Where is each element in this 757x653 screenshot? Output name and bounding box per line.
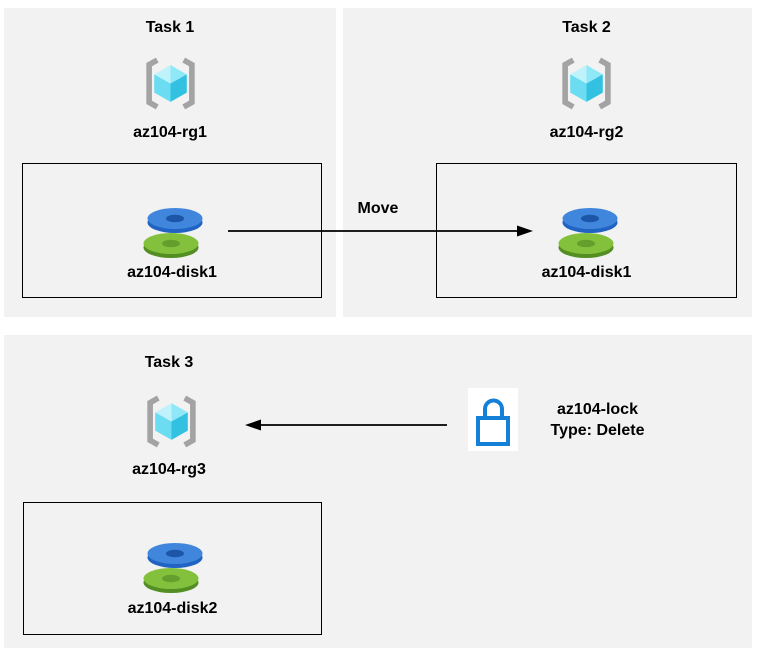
disk-label: az104-disk2 — [127, 600, 218, 617]
disk-label: az104-disk1 — [541, 264, 632, 281]
task3-title: Task 3 — [144, 354, 194, 371]
disk-icon — [141, 539, 205, 598]
resource-box: az104-disk2 — [23, 502, 322, 635]
resource-box: az104-disk1 — [436, 163, 737, 298]
task2-panel: Task 2 az104-rg2 az104-disk1 — [343, 8, 752, 317]
task2-title: Task 2 — [562, 19, 611, 36]
resource-group-icon — [143, 395, 200, 453]
task1-title: Task 1 — [145, 19, 195, 36]
resource-group-label: az104-rg2 — [549, 124, 624, 141]
lock-tile — [468, 388, 518, 451]
lock-arrow — [245, 419, 447, 431]
lock-text: az104-lock Type: Delete — [535, 399, 660, 441]
resource-group-icon — [142, 57, 199, 115]
resource-group-label: az104-rg1 — [133, 124, 207, 141]
lock-type: Type: Delete — [550, 422, 645, 439]
disk-icon — [141, 204, 205, 263]
lock-icon — [476, 398, 510, 446]
move-label: Move — [357, 200, 399, 217]
disk-label: az104-disk1 — [127, 264, 217, 281]
lock-name: az104-lock — [557, 401, 638, 418]
move-arrow — [228, 225, 533, 237]
task1-panel: Task 1 az104-rg1 az104-disk1 — [4, 8, 336, 317]
disk-icon — [556, 204, 620, 263]
resource-group-label: az104-rg3 — [132, 461, 206, 478]
task3-panel: Task 3 az104-rg3 az104-disk2 — [4, 335, 752, 648]
resource-group-icon — [558, 57, 615, 115]
